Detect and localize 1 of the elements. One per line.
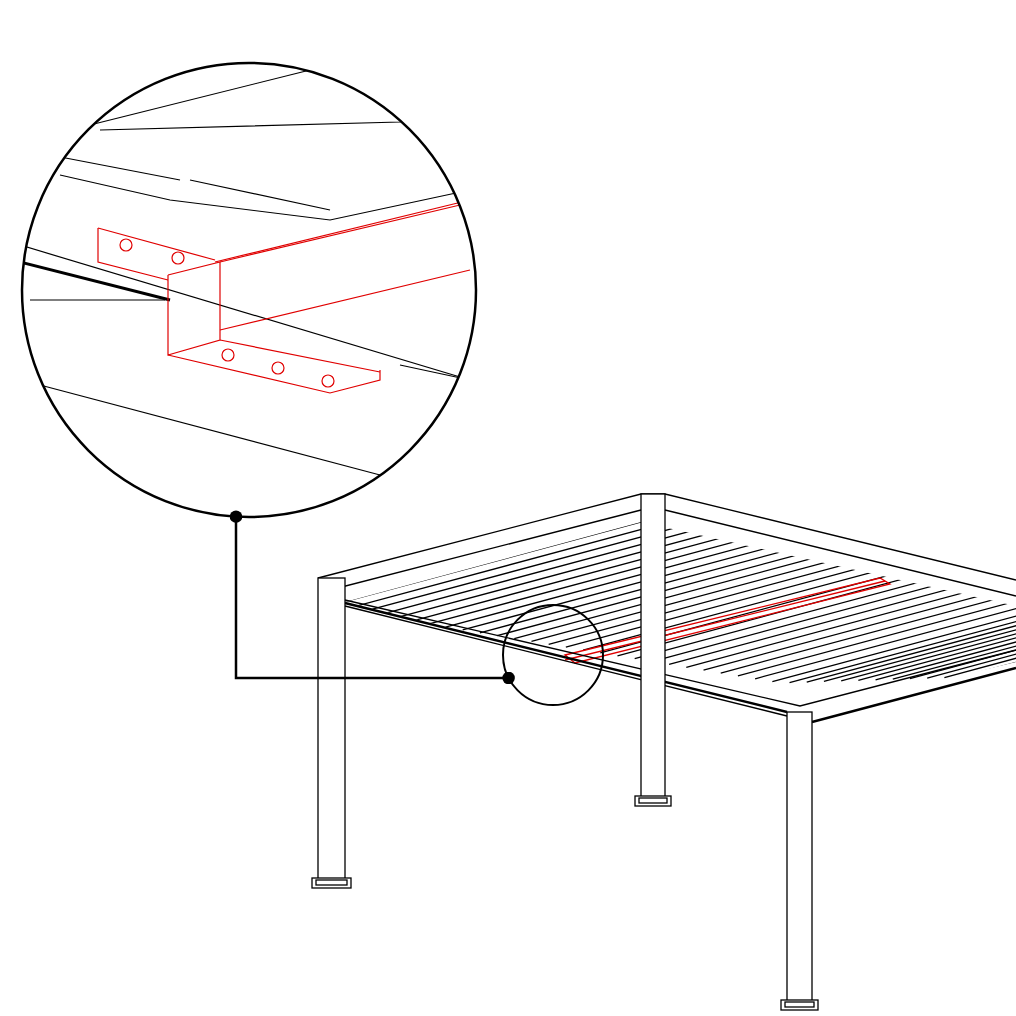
leader-line <box>229 510 515 685</box>
